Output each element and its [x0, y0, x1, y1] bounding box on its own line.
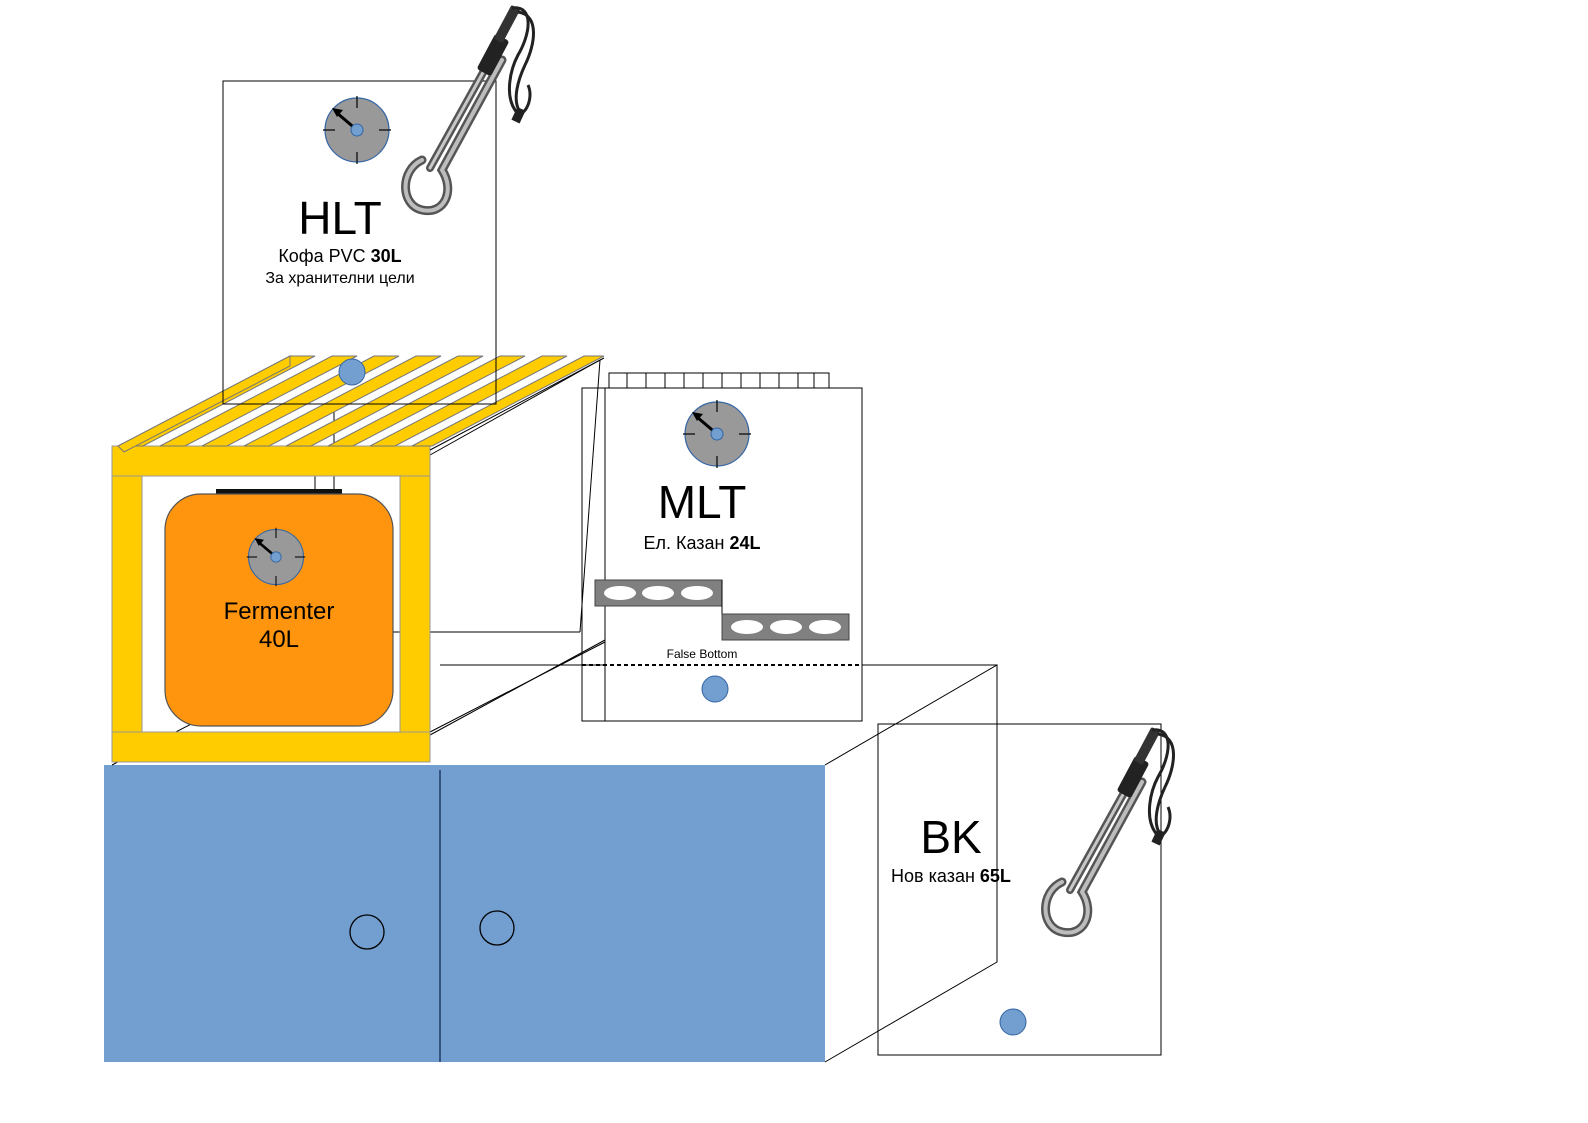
bk-title: BK: [920, 811, 982, 863]
hlt-description: Кофа PVC 30L: [278, 246, 401, 266]
mlt-desc-text: Ел. Казан: [643, 533, 729, 553]
mlt-valve-port-icon: [701, 675, 729, 703]
hlt-valve-port-icon: [338, 358, 366, 386]
hlt-note: За хранителни цели: [265, 270, 414, 287]
cabinet-knob-left: [349, 914, 385, 950]
false-bottom-plate-lower: [721, 613, 850, 641]
bk-description: Нов казан 65L: [891, 866, 1011, 886]
fermenter-body: [164, 493, 394, 727]
cabinet: [104, 664, 998, 1063]
bk-vessel: BK Нов казан 65L: [877, 723, 1162, 1056]
mlt-vessel: MLT Ел. Казан 24L False Bottom: [581, 372, 863, 722]
hlt-thermometer-gauge-icon: [321, 94, 393, 166]
hlt-vessel: HLT Кофа PVC 30L За хранителни цели: [222, 80, 497, 405]
bk-outline: [877, 723, 1162, 1056]
fermenter: Fermenter 40L: [164, 489, 394, 727]
hlt-outline: [222, 80, 497, 405]
mlt-title: MLT: [658, 476, 747, 528]
fermenter-volume: 40L: [259, 626, 299, 653]
bk-desc-text: Нов казан: [891, 866, 980, 886]
cabinet-door-right: [440, 765, 825, 1062]
hlt-immersion-heater-icon: [406, 5, 534, 211]
cabinet-knob-right: [479, 910, 515, 946]
cabinet-door-left: [104, 765, 440, 1062]
mlt-lid: [608, 372, 830, 389]
false-bottom-plate-upper: [594, 579, 723, 607]
false-bottom-label: False Bottom: [667, 647, 738, 661]
hlt-volume: 30L: [371, 246, 402, 266]
mlt-description: Ел. Казан 24L: [643, 533, 760, 553]
hlt-title: HLT: [298, 192, 382, 244]
hlt-desc-text: Кофа PVC: [278, 246, 370, 266]
bk-valve-port-icon: [999, 1008, 1027, 1036]
bk-volume: 65L: [980, 866, 1011, 886]
mlt-volume: 24L: [729, 533, 760, 553]
bk-immersion-heater-icon: [1046, 727, 1174, 933]
fermenter-title: Fermenter: [224, 598, 335, 625]
